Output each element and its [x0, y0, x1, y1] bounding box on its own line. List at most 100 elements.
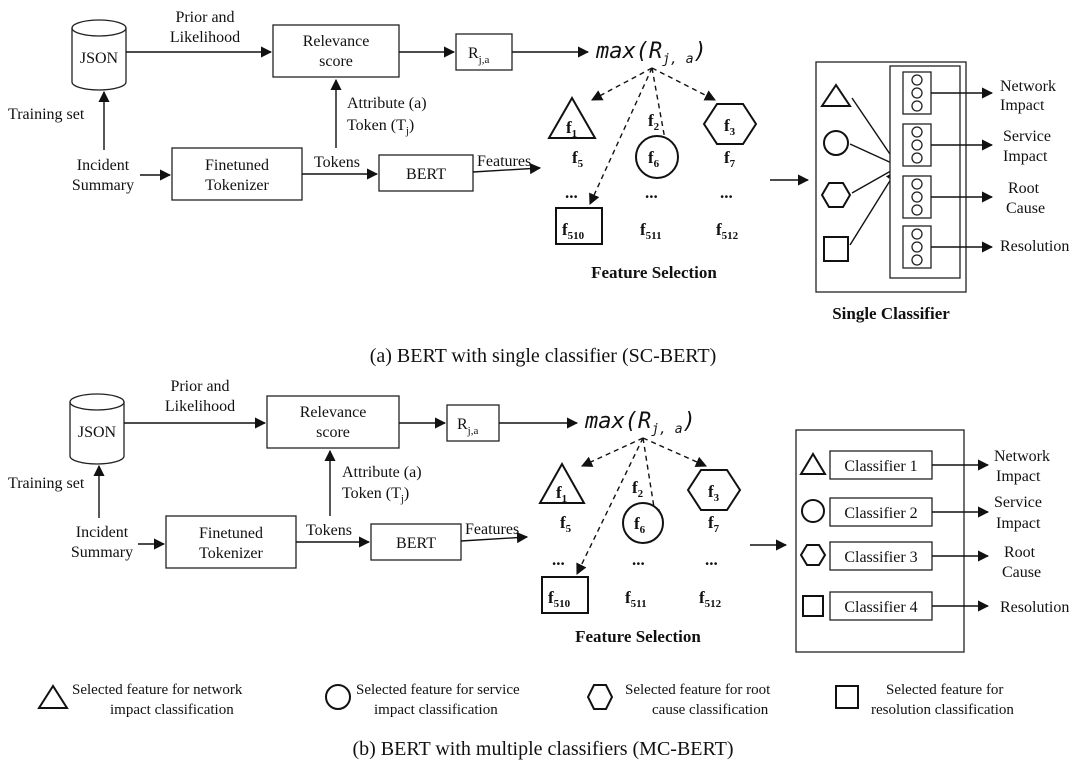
- prior-likelihood-b2: Likelihood: [165, 398, 235, 415]
- f3-hexagon-icon: [702, 103, 758, 145]
- max-label-b: max(Rj, a): [584, 409, 696, 437]
- dots-b1: ...: [552, 550, 565, 569]
- out-root-b2: Cause: [1002, 564, 1041, 581]
- tokenizer-b2: Tokenizer: [199, 545, 263, 562]
- features-label: Features: [477, 153, 531, 170]
- out-resolution-b: Resolution: [1000, 599, 1069, 616]
- f510-label-b: f510: [548, 588, 571, 610]
- legend: Selected feature for network impact clas…: [37, 682, 1014, 718]
- f6-label: f6: [648, 148, 660, 170]
- mc-hexagon-icon: [799, 544, 827, 566]
- f511-label: f511: [640, 220, 662, 242]
- training-set-label: Training set: [8, 106, 85, 123]
- r-ja-box: [455, 33, 513, 71]
- dashed-arrow-f3: [651, 67, 716, 101]
- tokens-label: Tokens: [314, 154, 360, 171]
- f1-label: f1: [566, 118, 577, 140]
- f510-square-icon: [555, 207, 603, 245]
- training-set-label-b: Training set: [8, 475, 85, 492]
- f512-label-b: f512: [699, 588, 722, 610]
- classifier-3-label: Classifier 3: [844, 549, 917, 566]
- line-tri-to-model: [851, 97, 897, 164]
- dots-b2: ...: [632, 550, 645, 569]
- f1-label-b: f1: [556, 483, 567, 505]
- dashed-arrow-f1-b: [580, 437, 644, 467]
- neural-layer-4: [902, 225, 932, 269]
- out-root-2: Cause: [1006, 200, 1045, 217]
- panel-a: JSON Training set Prior and Likelihood R…: [8, 9, 1069, 367]
- out-root-b1: Root: [1004, 544, 1036, 561]
- r-ja-box-b: [446, 404, 500, 442]
- f5-label: f5: [572, 148, 584, 170]
- tokenizer-line2: Tokenizer: [205, 177, 269, 194]
- classifier-1-box: [829, 450, 933, 480]
- out-network-b1: Network: [994, 448, 1050, 465]
- incident-line2: Summary: [72, 177, 134, 194]
- dashed-arrow-f510-b: [576, 437, 644, 576]
- bert-box-b: [370, 523, 462, 561]
- panel-b: JSON Training set Prior and Likelihood R…: [8, 378, 1069, 653]
- incident-b2: Summary: [71, 544, 133, 561]
- out-network-1: Network: [1000, 78, 1056, 95]
- legend-2-line2: impact classification: [374, 702, 498, 718]
- f1-triangle-icon: [547, 95, 597, 139]
- incident-line1: Incident: [77, 157, 130, 174]
- legend-3-line1: Selected feature for root: [625, 682, 771, 698]
- feature-selection-label: Feature Selection: [591, 263, 717, 282]
- sc-hexagon-icon: [820, 182, 852, 208]
- legend-hexagon-icon: [586, 684, 614, 710]
- sc-circle-icon: [823, 130, 849, 156]
- sc-triangle-icon: [820, 83, 852, 107]
- neural-layer-1: [902, 71, 932, 115]
- dashed-arrow-f6-b: [642, 437, 660, 522]
- f2-label-b: f2: [632, 478, 644, 500]
- json-label: JSON: [80, 50, 119, 67]
- bert-box: [378, 154, 474, 192]
- attribute-label-b: Attribute (a): [342, 464, 422, 481]
- prior-likelihood-line1: Prior and: [175, 9, 234, 26]
- mc-circle-icon: [801, 499, 825, 523]
- sc-square-icon: [823, 236, 849, 262]
- relevance-line2: score: [319, 53, 353, 70]
- out-service-2: Impact: [1003, 148, 1048, 165]
- classifier-3-box: [829, 541, 933, 571]
- caption-b: (b) BERT with multiple classifiers (MC-B…: [352, 738, 733, 760]
- relevance-score-box: [272, 24, 400, 78]
- f3-label: f3: [724, 116, 736, 138]
- prior-likelihood-b1: Prior and: [170, 378, 229, 395]
- relevance-b1: Relevance: [300, 404, 367, 421]
- tokenizer-b1: Finetuned: [199, 525, 263, 542]
- out-root-1: Root: [1008, 180, 1040, 197]
- out-network-b2: Impact: [996, 468, 1041, 485]
- caption-a: (a) BERT with single classifier (SC-BERT…: [370, 345, 717, 367]
- arrow-bert-to-features: [472, 163, 542, 175]
- f3-hexagon-icon-b: [686, 469, 742, 511]
- r-ja-label: Rj,a: [468, 45, 489, 66]
- arrow-bert-to-features-b: [460, 532, 529, 544]
- dashed-arrow-f3-b: [642, 437, 708, 468]
- single-classifier-label: Single Classifier: [832, 304, 950, 323]
- token-label: Token (Tj): [347, 117, 414, 137]
- prior-likelihood-line2: Likelihood: [170, 29, 240, 46]
- f6-label-b: f6: [634, 514, 646, 536]
- f7-label-b: f7: [708, 513, 720, 535]
- incident-b1: Incident: [76, 524, 129, 541]
- f6-circle-icon-b: [622, 502, 664, 544]
- legend-3-line2: cause classification: [652, 702, 769, 718]
- f7-label: f7: [724, 148, 736, 170]
- f1-triangle-icon-b: [538, 461, 586, 504]
- f2-label: f2: [648, 111, 660, 133]
- f510-label: f510: [562, 220, 585, 242]
- classifier-2-box: [829, 497, 933, 527]
- json-database-icon-b: JSON: [69, 393, 125, 465]
- classifier-2-label: Classifier 2: [844, 505, 917, 522]
- out-network-2: Impact: [1000, 97, 1045, 114]
- f510-square-icon-b: [541, 576, 589, 614]
- f3-label-b: f3: [708, 482, 720, 504]
- legend-square-icon: [835, 685, 859, 709]
- f6-circle-icon: [635, 135, 679, 179]
- legend-circle-icon: [325, 684, 351, 710]
- f5-label-b: f5: [560, 513, 572, 535]
- tokenizer-box-b: [165, 515, 297, 569]
